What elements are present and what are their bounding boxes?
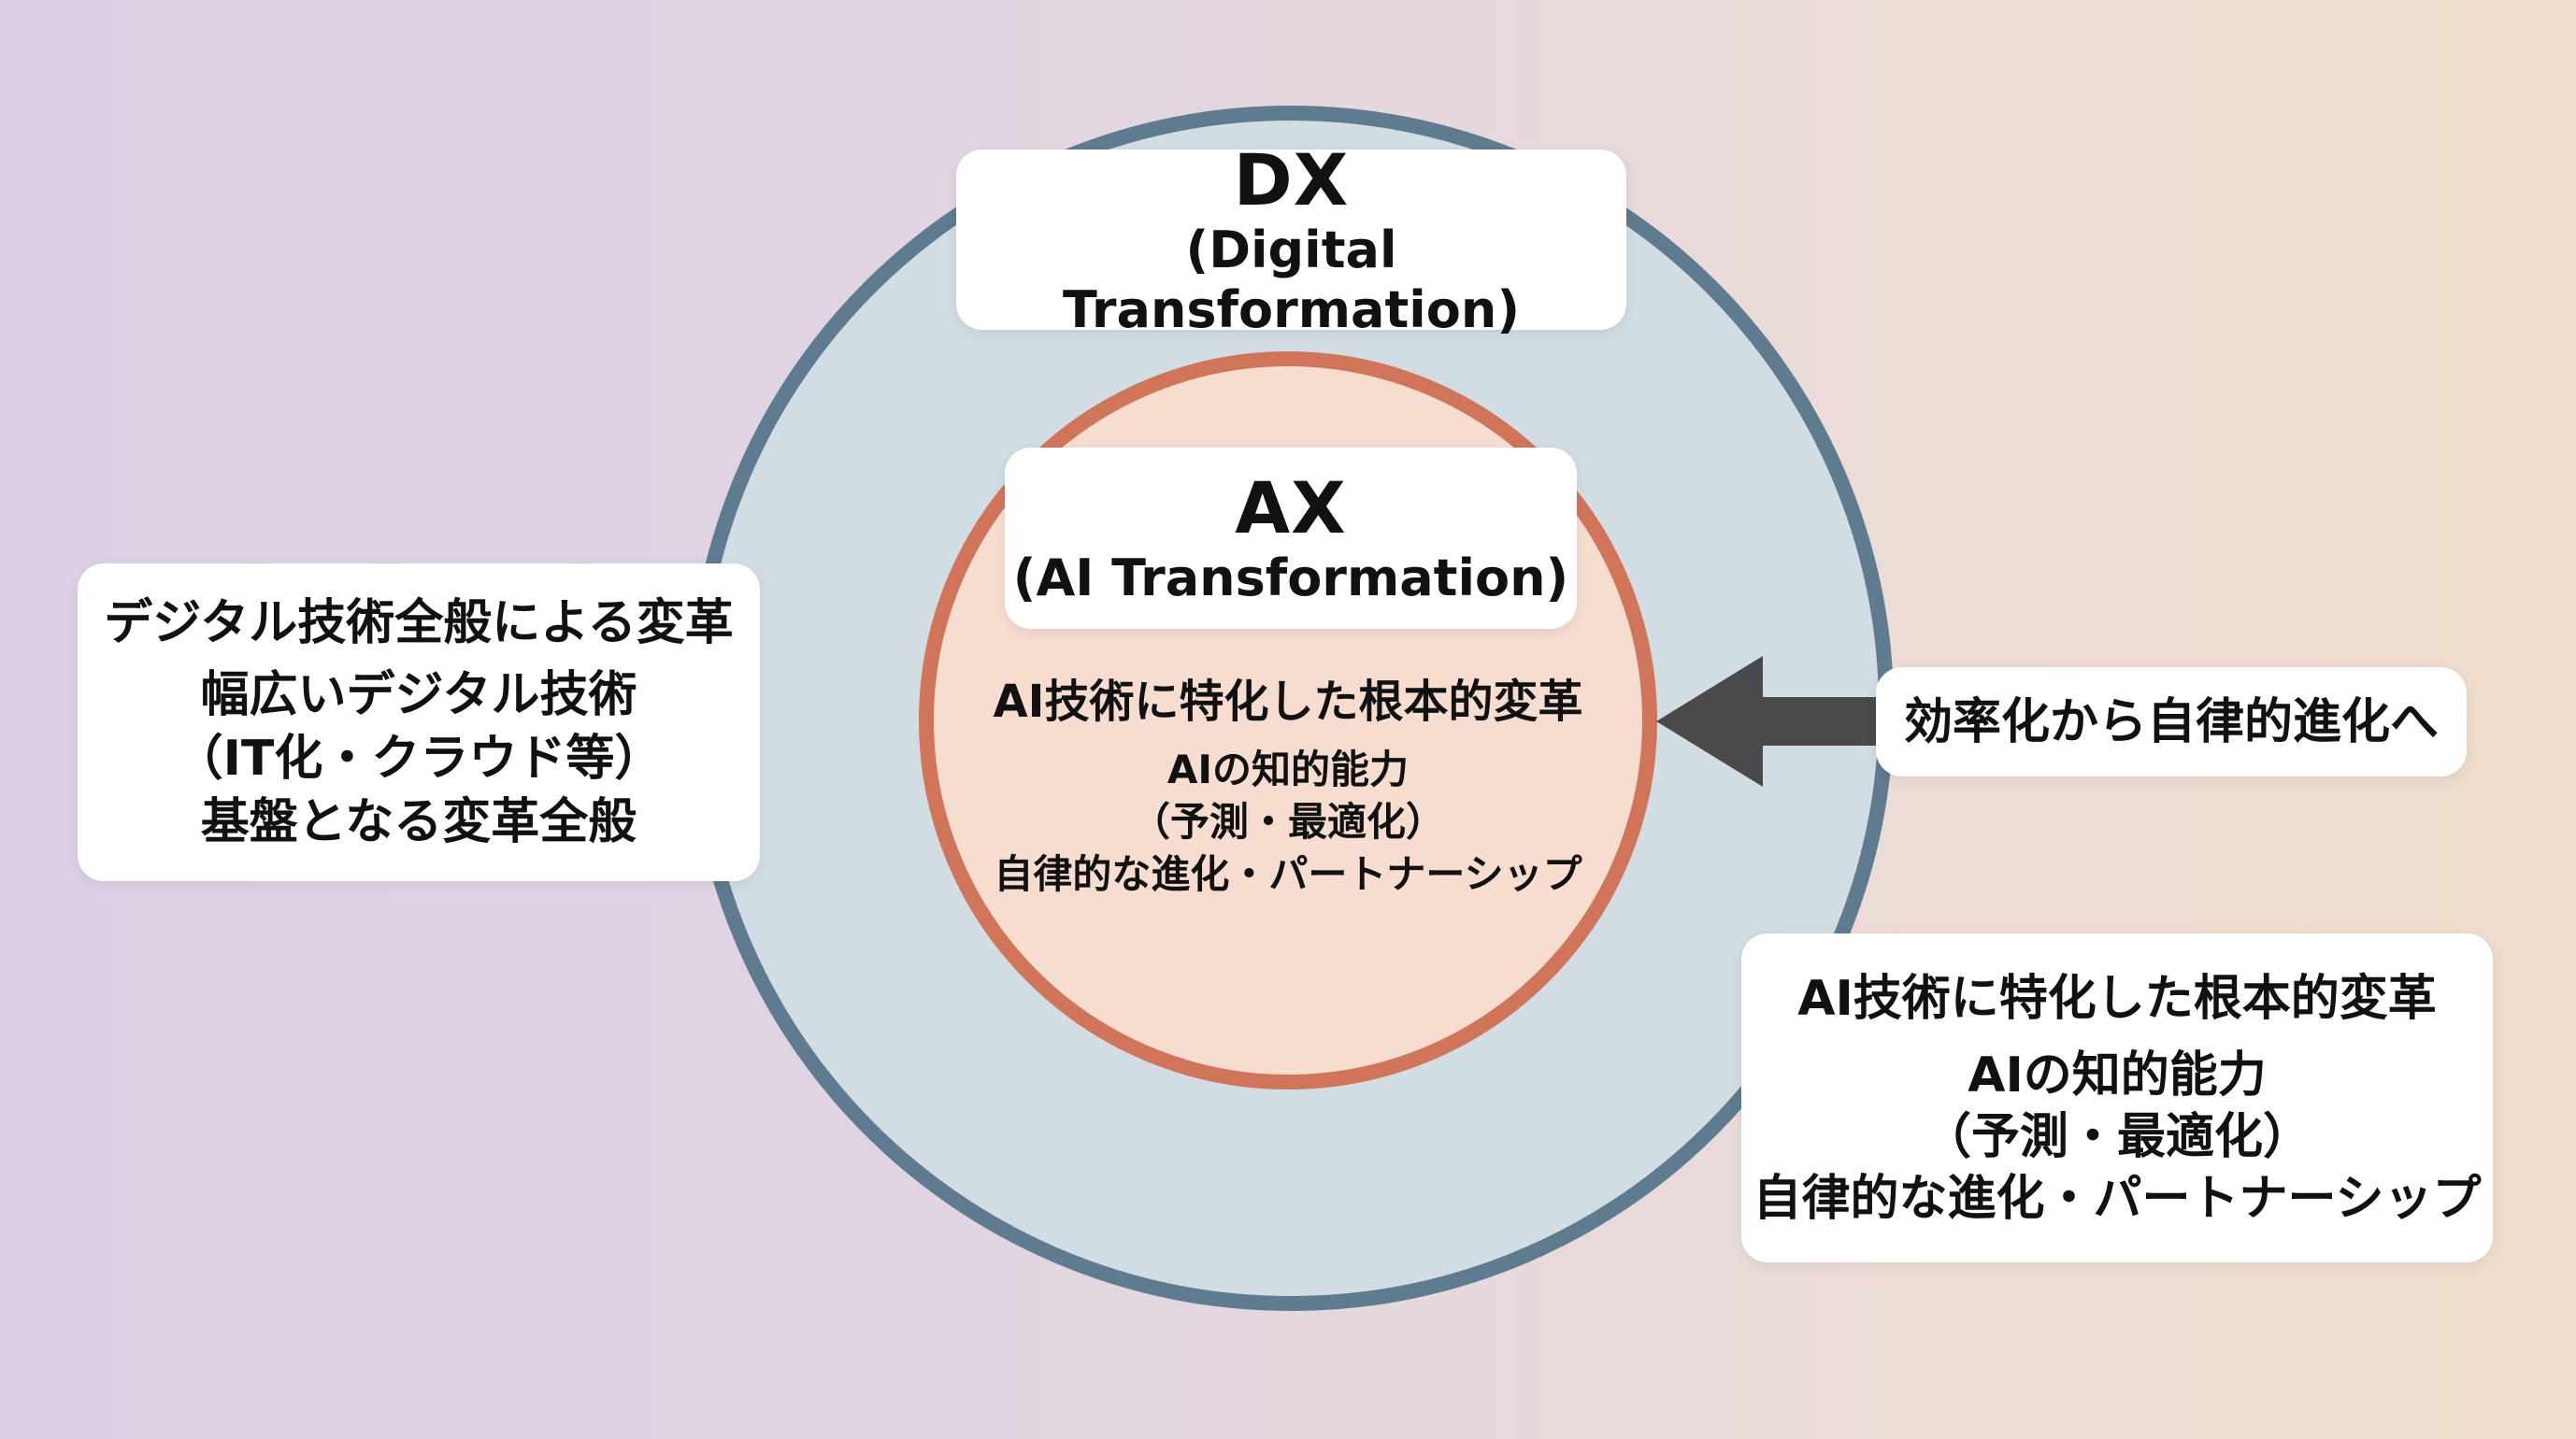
ax-label-box: AX (AI Transformation) xyxy=(1005,448,1577,629)
ax-full-name: (AI Transformation) xyxy=(1012,549,1569,607)
ax-abbreviation: AX xyxy=(1235,466,1347,549)
arrow-callout: 効率化から自律的進化へ xyxy=(1876,667,2467,776)
dx-callout-line: 基盤となる変革全般 xyxy=(200,794,637,850)
dx-callout-title: デジタル技術全般による変革 xyxy=(104,595,734,651)
dx-label-box: DX (Digital Transformation) xyxy=(956,139,1626,339)
ax-callout-title: AI技術に特化した根本的変革 xyxy=(1797,971,2437,1027)
ax-callout-line: AIの知的能力 xyxy=(1968,1047,2267,1104)
ax-description-line: 自律的な進化・パートナーシップ xyxy=(994,851,1582,897)
ax-callout-line: 自律的な進化・パートナーシップ xyxy=(1753,1171,2482,1227)
left-arrow-icon xyxy=(1656,656,1877,787)
ax-callout-line: （予測・最適化） xyxy=(1922,1109,2311,1165)
dx-full-name: (Digital Transformation) xyxy=(1062,220,1521,339)
ax-description-title: AI技術に特化した根本的変革 xyxy=(993,676,1583,728)
ax-description-line: （予測・最適化） xyxy=(1130,799,1445,845)
ax-description-callout: AI技術に特化した根本的変革 AIの知的能力 （予測・最適化） 自律的な進化・パ… xyxy=(1741,933,2493,1262)
dx-description-callout: デジタル技術全般による変革 幅広いデジタル技術 （IT化・クラウド等） 基盤とな… xyxy=(78,563,760,881)
ax-description: AI技術に特化した根本的変革 AIの知的能力 （予測・最適化） 自律的な進化・パ… xyxy=(975,673,1601,901)
arrow-callout-text: 効率化から自律的進化へ xyxy=(1903,693,2439,750)
dx-abbreviation: DX xyxy=(1233,137,1350,221)
ax-description-line: AIの知的能力 xyxy=(1166,747,1410,792)
dx-callout-line: （IT化・クラウド等） xyxy=(174,731,664,787)
arrow-shape xyxy=(1656,656,1877,787)
dx-callout-line: 幅広いデジタル技術 xyxy=(200,667,637,723)
